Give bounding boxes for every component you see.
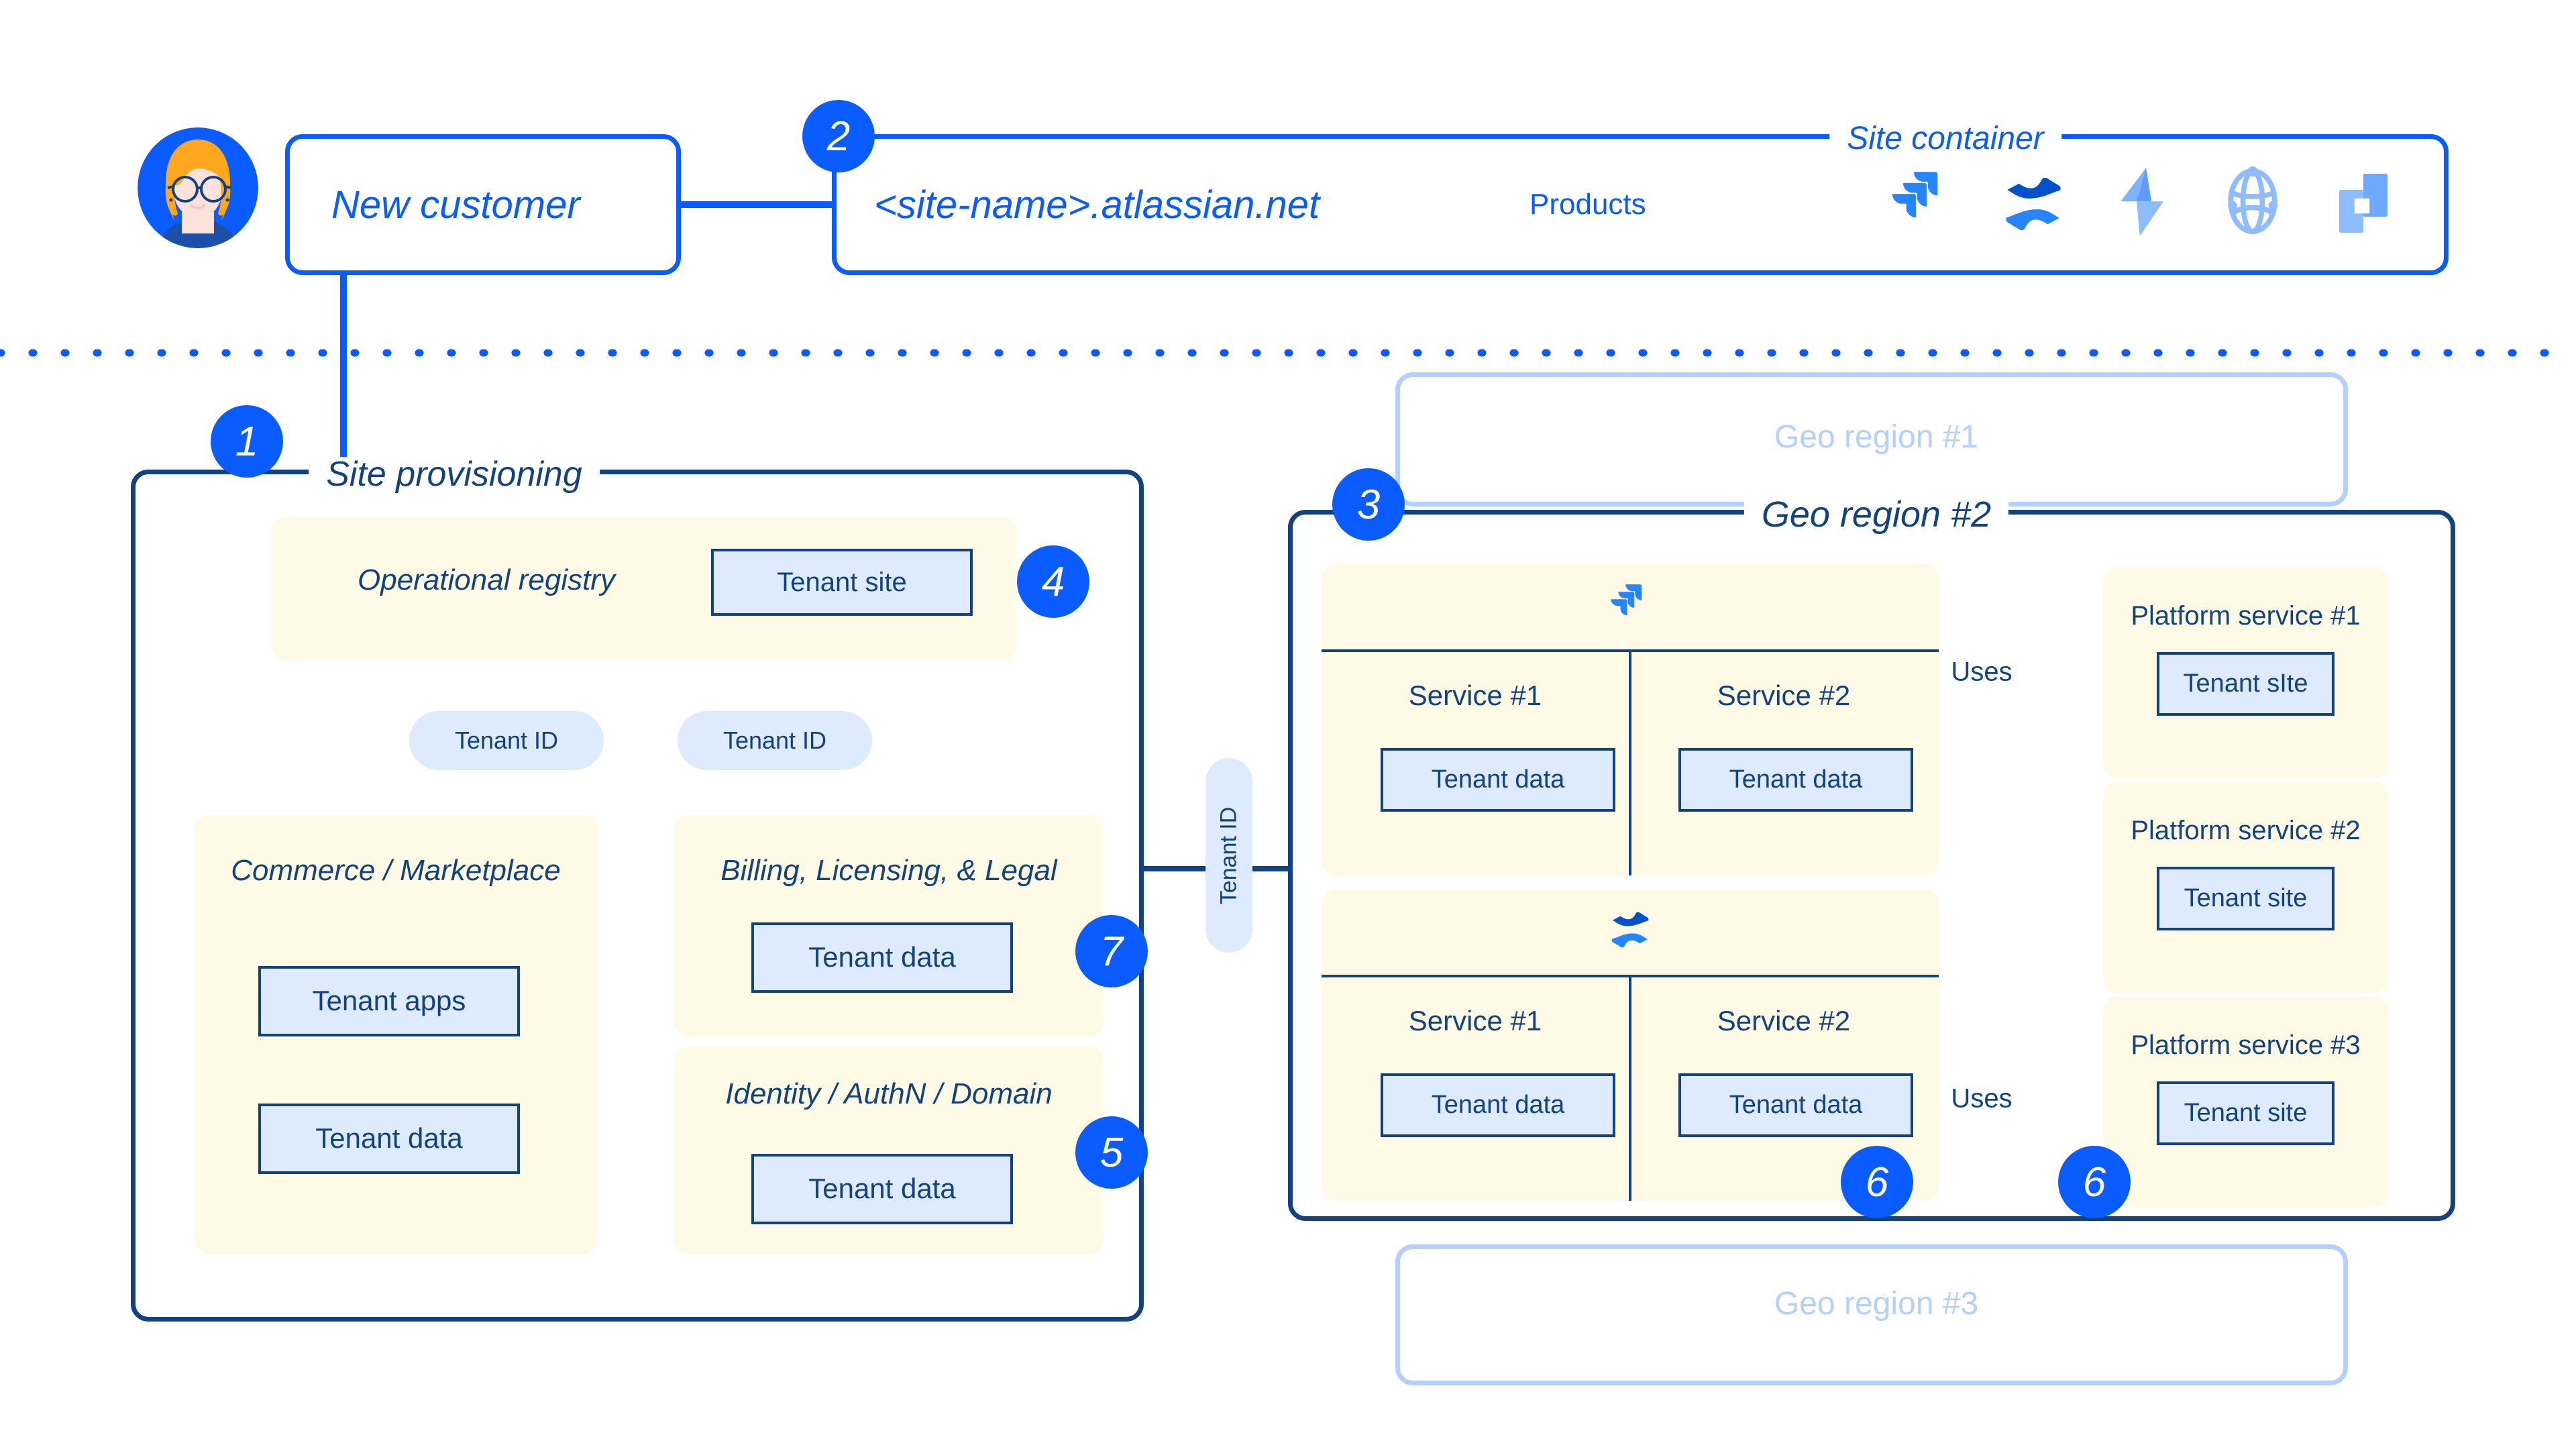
service-jira-2-tenant-data-box[interactable]: Tenant data (1678, 748, 1913, 812)
service-column-divider (1629, 649, 1631, 875)
identity-tenant-data-label: Tenant data (808, 1173, 956, 1205)
geo-region-2-title: Geo region #2 (1743, 496, 2009, 533)
platform-service-2-tenant-site-label: Tenant site (2184, 883, 2308, 912)
uses-label-top: Uses (1944, 657, 2019, 688)
platform-service-1-tenant-site-label: Tenant sIte (2183, 669, 2308, 698)
step-badge-6-a-number: 6 (1865, 1159, 1889, 1205)
platform-service-2-title: Platform service #2 (2131, 816, 2361, 845)
step-badge-1[interactable]: 1 (211, 405, 283, 478)
commerce-tenant-apps-box[interactable]: Tenant apps (258, 966, 520, 1036)
step-badge-6-a[interactable]: 6 (1841, 1146, 1913, 1218)
service-group-jira: Service #1 Service #2 (1322, 564, 1939, 875)
service-jira-1-tenant-data-box[interactable]: Tenant data (1381, 748, 1615, 812)
confluence-icon (1609, 909, 1651, 954)
site-container-panel: Site container (1442, 123, 2449, 275)
avatar (138, 127, 258, 252)
tenant-id-vertical-pill: Tenant ID (1205, 758, 1252, 953)
platform-service-1-tenant-site-box[interactable]: Tenant sIte (2157, 652, 2334, 716)
confluence-icon[interactable] (2002, 173, 2064, 238)
site-provisioning-title: Site provisioning (309, 457, 600, 492)
step-badge-1-number: 1 (235, 418, 259, 465)
billing-tenant-data-label: Tenant data (808, 941, 956, 973)
operational-registry-label: Operational registry (358, 564, 615, 596)
service-confluence-1-tenant-data-box[interactable]: Tenant data (1381, 1073, 1615, 1137)
service-name-jira-1: Service #1 (1408, 680, 1542, 711)
service-jira-2-tenant-data-label: Tenant data (1729, 765, 1863, 794)
site-url-label: <site-name>.atlassian.net (874, 182, 1320, 227)
operational-registry-tenant-site-box[interactable]: Tenant site (711, 549, 973, 616)
jira-service-management-icon[interactable] (2116, 168, 2169, 239)
operational-registry-tenant-site-label: Tenant site (777, 568, 907, 597)
service-jira-1-tenant-data-label: Tenant data (1431, 765, 1565, 794)
site-container-title: Site container (1829, 123, 2061, 155)
step-badge-5[interactable]: 5 (1075, 1116, 1148, 1189)
service-group-confluence: Service #1 Service #2 (1322, 889, 1939, 1201)
step-badge-2[interactable]: 2 (802, 100, 875, 172)
platform-service-2-tenant-site-box[interactable]: Tenant site (2157, 867, 2334, 930)
step-badge-3[interactable]: 3 (1332, 468, 1405, 541)
commerce-tenant-data-label: Tenant data (315, 1122, 463, 1155)
commerce-marketplace-label: Commerce / Marketplace (231, 854, 561, 887)
jira-icon[interactable] (1892, 169, 1949, 239)
new-customer-box[interactable]: New customer (285, 134, 681, 275)
platform-service-3-title: Platform service #3 (2131, 1030, 2361, 1060)
compass-icon[interactable] (2334, 171, 2395, 239)
billing-licensing-legal-box: Billing, Licensing, & Legal (674, 815, 1104, 1036)
step-badge-4-number: 4 (1041, 558, 1065, 605)
tenant-id-pill-right: Tenant ID (678, 711, 872, 770)
service-name-jira-2: Service #2 (1717, 680, 1851, 711)
step-badge-6-b-number: 6 (2082, 1159, 2106, 1205)
billing-licensing-legal-label: Billing, Licensing, & Legal (720, 854, 1057, 887)
service-confluence-2-tenant-data-label: Tenant data (1729, 1090, 1863, 1119)
identity-tenant-data-box[interactable]: Tenant data (751, 1154, 1013, 1224)
products-label: Products (1529, 188, 1646, 221)
commerce-tenant-data-box[interactable]: Tenant data (258, 1104, 520, 1174)
atlas-icon[interactable] (2220, 166, 2285, 239)
step-badge-4[interactable]: 4 (1017, 545, 1089, 618)
jira-icon (1611, 582, 1650, 631)
identity-authn-domain-label: Identity / AuthN / Domain (725, 1077, 1053, 1110)
commerce-tenant-apps-label: Tenant apps (312, 985, 466, 1017)
service-name-confluence-2: Service #2 (1717, 1005, 1851, 1036)
billing-tenant-data-box[interactable]: Tenant data (751, 922, 1013, 993)
service-name-confluence-1: Service #1 (1408, 1005, 1542, 1036)
platform-service-3-tenant-site-label: Tenant site (2184, 1098, 2308, 1127)
tenant-id-pill-left-label: Tenant ID (454, 727, 559, 754)
step-badge-2-number: 2 (826, 113, 851, 160)
step-badge-7[interactable]: 7 (1075, 915, 1148, 987)
new-customer-label: New customer (331, 182, 580, 227)
site-url-box[interactable]: <site-name>.atlassian.net (832, 134, 1442, 275)
uses-label-bottom: Uses (1944, 1083, 2019, 1114)
platform-service-1-title: Platform service #1 (2131, 601, 2361, 631)
platform-service-1-box: Platform service #1 (2103, 567, 2388, 778)
service-confluence-1-tenant-data-label: Tenant data (1431, 1090, 1565, 1119)
geo-region-3-title: Geo region #3 (1774, 1286, 1979, 1322)
step-badge-3-number: 3 (1356, 481, 1381, 528)
tenant-id-pill-right-label: Tenant ID (722, 727, 827, 754)
step-badge-5-number: 5 (1099, 1129, 1124, 1176)
service-column-divider (1629, 975, 1631, 1201)
tenant-id-pill-left: Tenant ID (409, 711, 604, 770)
step-badge-6-b[interactable]: 6 (2058, 1146, 2131, 1218)
geo-region-1-title: Geo region #1 (1774, 419, 1979, 455)
platform-service-3-tenant-site-box[interactable]: Tenant site (2157, 1081, 2334, 1145)
geo-region-3-panel: Geo region #3 (1395, 1244, 2348, 1385)
user-avatar-icon (138, 127, 258, 248)
service-confluence-2-tenant-data-box[interactable]: Tenant data (1678, 1073, 1913, 1137)
step-badge-7-number: 7 (1099, 928, 1124, 975)
